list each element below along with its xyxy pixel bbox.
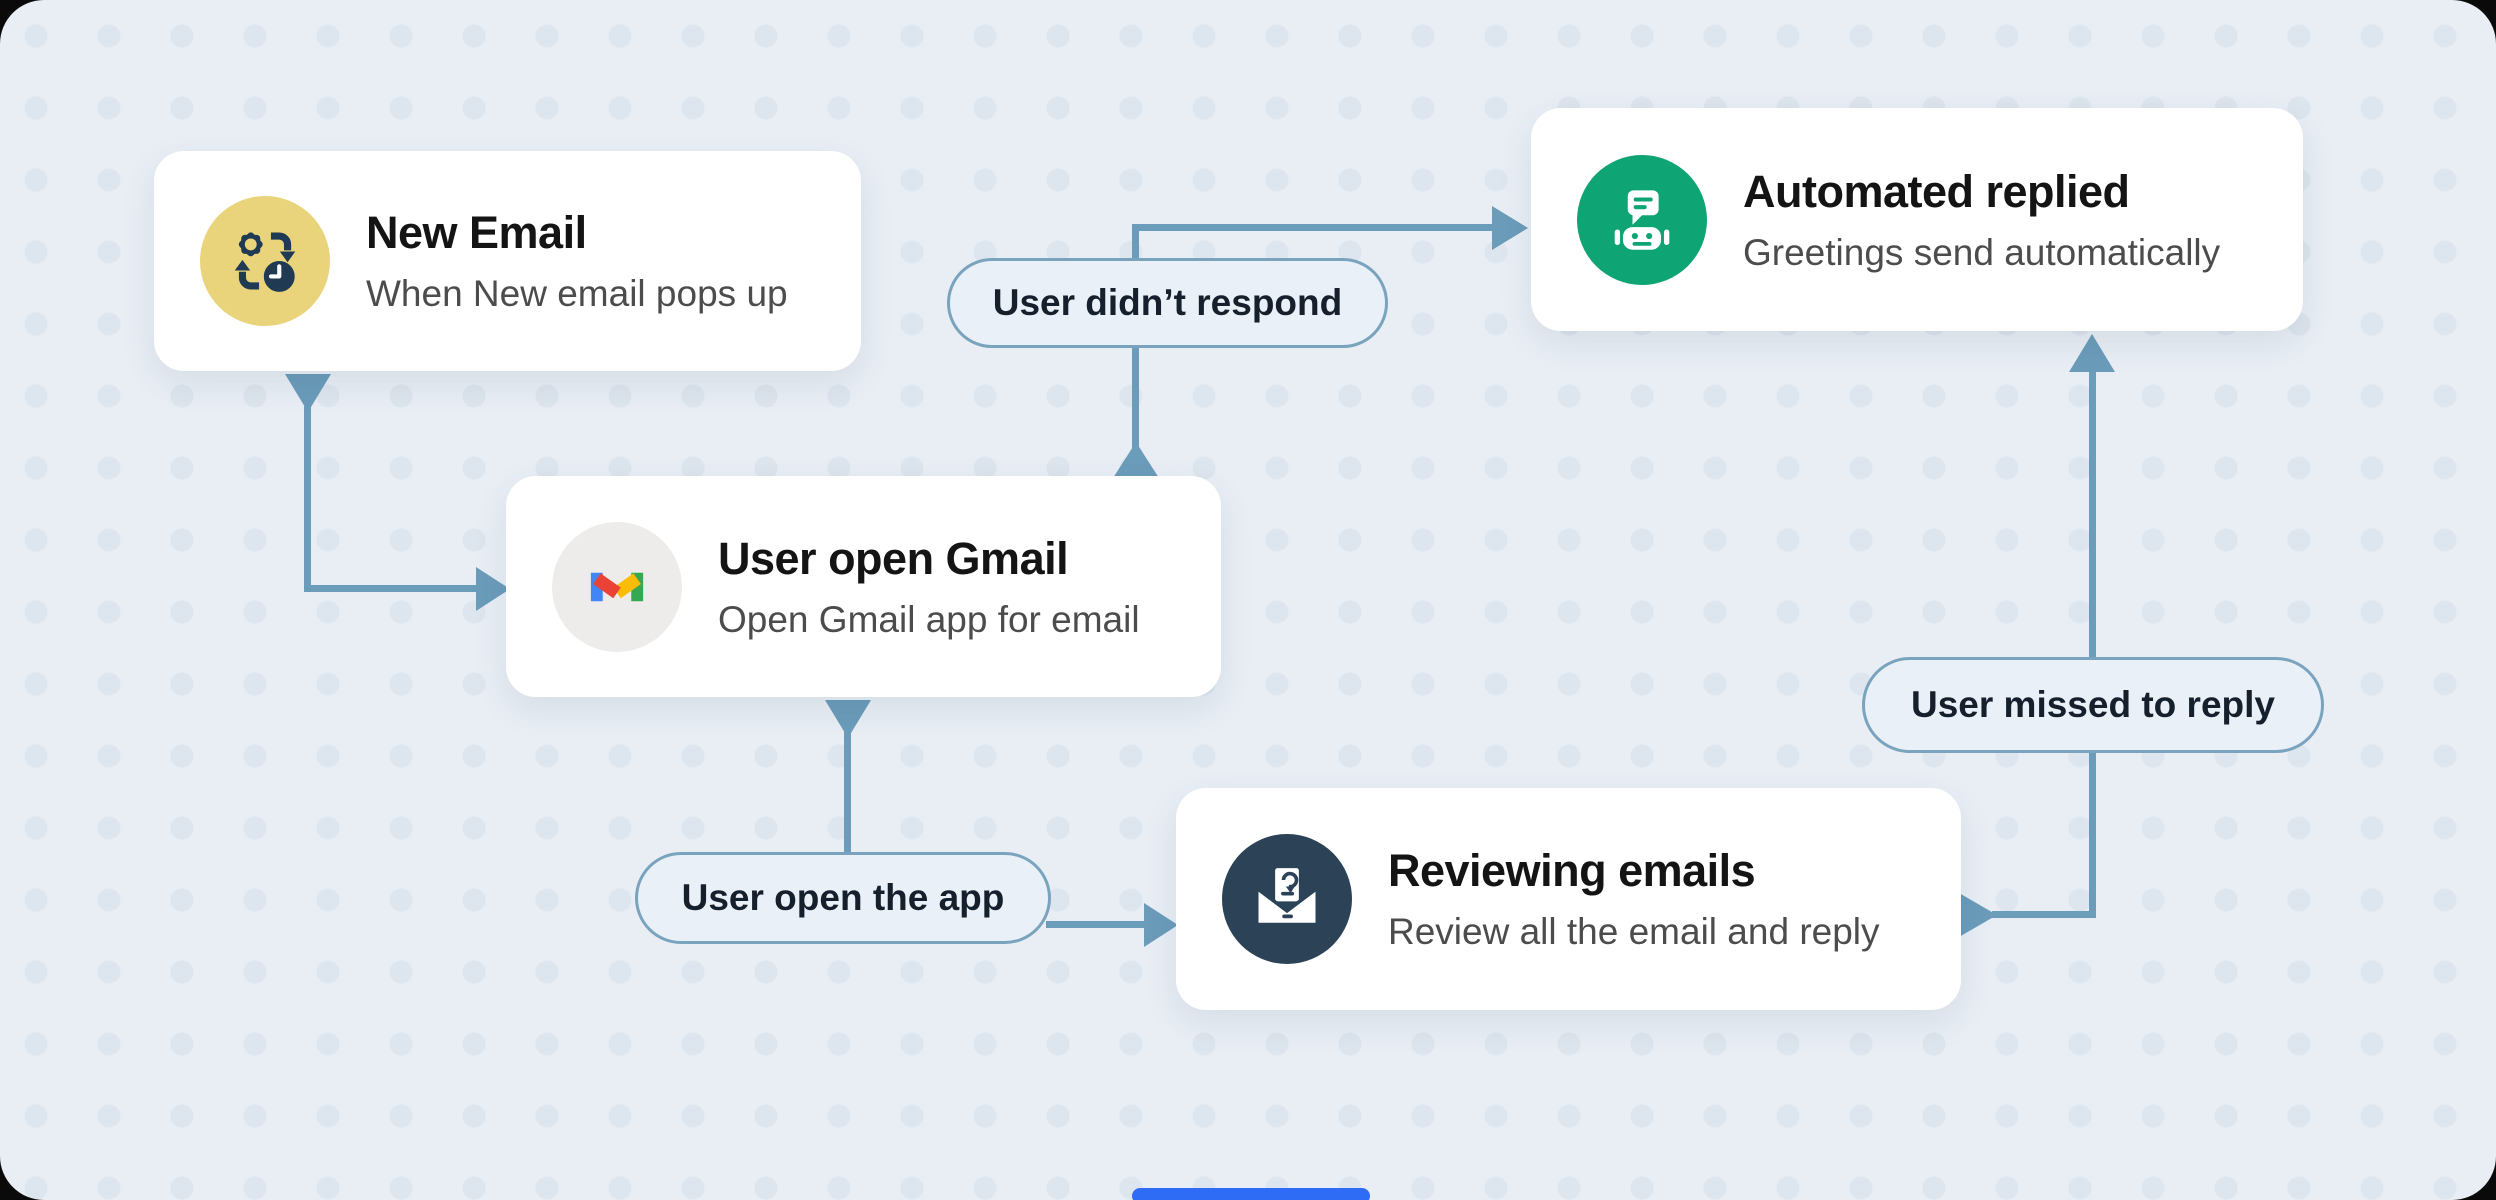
- email-review-icon: [1222, 834, 1352, 964]
- node-subtitle: When New email pops up: [366, 273, 788, 314]
- connector-open-app-reviewing: [1046, 921, 1148, 928]
- node-title: Automated replied: [1743, 165, 2130, 217]
- node-title: Reviewing emails: [1388, 845, 1756, 896]
- node-subtitle: Open Gmail app for email: [718, 598, 1140, 640]
- connector-missed-reply-automated: [2089, 372, 2096, 918]
- bottom-scroll-indicator: [1132, 1188, 1370, 1200]
- node-subtitle: Greetings send automatically: [1743, 231, 2221, 273]
- arrow-down-icon: [285, 374, 331, 412]
- node-title: User open Gmail: [718, 532, 1069, 584]
- edge-label-user-didnt-respond[interactable]: User didn’t respond: [947, 258, 1388, 348]
- automation-icon: [200, 196, 330, 326]
- arrow-up-icon: [2069, 334, 2115, 372]
- edge-label-user-open-the-app[interactable]: User open the app: [635, 852, 1051, 944]
- connector-new-email-gmail: [304, 585, 480, 592]
- connector-reviewing-missed-reply: [1992, 911, 2096, 918]
- arrow-right-icon: [1144, 903, 1178, 947]
- edge-label-user-missed-to-reply[interactable]: User missed to reply: [1862, 657, 2324, 753]
- arrow-down-icon: [825, 700, 871, 738]
- arrow-up-icon: [1113, 442, 1159, 478]
- edge-label-text: User missed to reply: [1911, 684, 2275, 725]
- arrow-right-icon: [476, 567, 510, 611]
- node-reviewing-emails[interactable]: Reviewing emails Review all the email an…: [1176, 788, 1961, 1010]
- connector-new-email-gmail: [304, 406, 311, 592]
- node-automated-replied[interactable]: Automated replied Greetings send automat…: [1531, 108, 2303, 331]
- node-user-open-gmail[interactable]: User open Gmail Open Gmail app for email: [506, 476, 1221, 697]
- arrow-right-icon: [1492, 206, 1528, 250]
- edge-label-text: User open the app: [681, 877, 1005, 918]
- connector-didnt-respond-automated: [1132, 224, 1494, 231]
- gmail-icon: [552, 521, 682, 652]
- node-new-email[interactable]: New Email When New email pops up: [154, 151, 861, 371]
- arrow-right-icon: [1959, 893, 1997, 937]
- node-title: New Email: [366, 207, 587, 258]
- connector-gmail-open-app: [844, 732, 851, 854]
- edge-label-text: User didn’t respond: [992, 282, 1343, 323]
- chatbot-icon: [1577, 154, 1707, 285]
- node-subtitle: Review all the email and reply: [1388, 911, 1880, 952]
